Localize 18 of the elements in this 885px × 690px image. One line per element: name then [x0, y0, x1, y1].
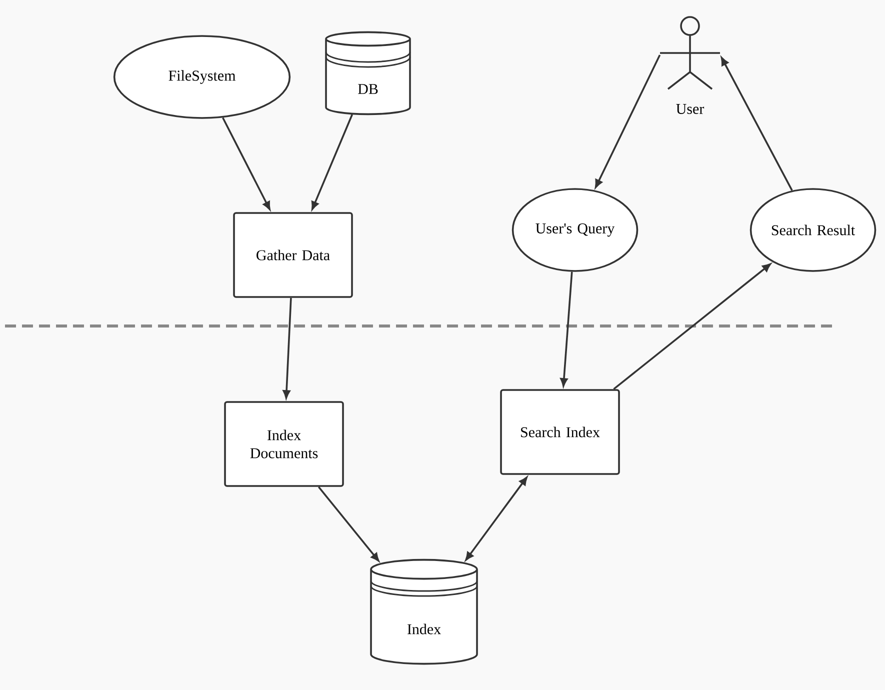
user-actor: User	[659, 16, 721, 114]
database-cylinder: DB	[325, 31, 411, 116]
arrow	[311, 114, 354, 210]
database-cylinder: Index	[370, 558, 478, 665]
arrow	[594, 54, 661, 188]
arrow	[613, 263, 771, 390]
process-box: Gather Data	[233, 212, 353, 298]
ellipse-node: Search Result	[750, 188, 876, 272]
arrow	[318, 486, 380, 562]
process-box: Index Documents	[224, 401, 344, 487]
arrow	[222, 117, 270, 210]
arrow	[465, 476, 528, 561]
ellipse-node: User's Query	[512, 188, 638, 272]
arrow	[720, 57, 793, 191]
arrow	[282, 298, 292, 399]
arrow	[560, 272, 573, 387]
ellipse-node: FileSystem	[113, 35, 291, 119]
process-box: Search Index	[500, 389, 620, 475]
